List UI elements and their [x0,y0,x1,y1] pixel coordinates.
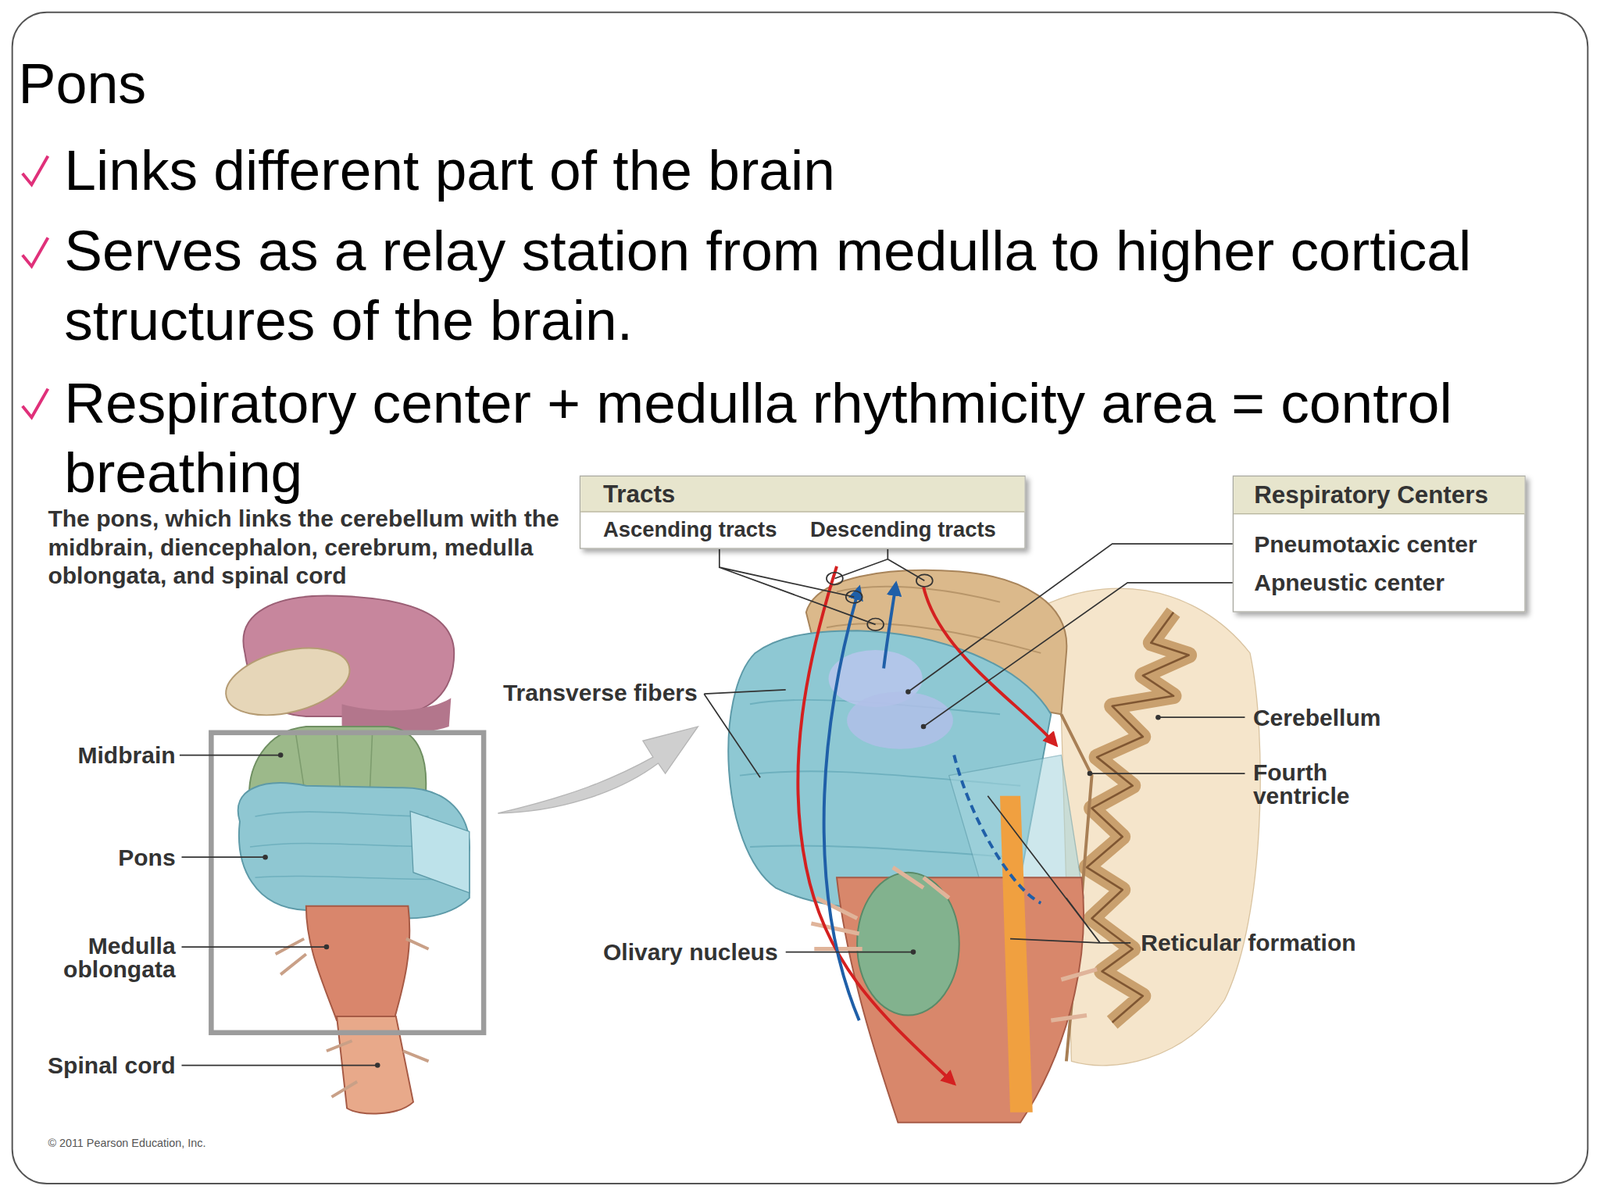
reticular-stripe [1000,796,1033,1113]
leader-line [181,946,326,948]
check-mark [22,156,49,186]
ascending-tract [883,583,897,668]
ascending-tract [953,755,1041,904]
pons-detail [728,566,1261,1123]
leader-lines [179,543,1246,1065]
check-mark [22,389,49,418]
zoom-arrow [497,726,698,814]
leader-line [1089,772,1246,775]
table-entry: Ascending tracts [603,517,778,542]
bullet-checks [22,156,49,418]
leader-dot [262,854,268,861]
pons-shape [238,782,470,918]
legend-table: TractsAscending tracts Descending tracts [579,475,1026,550]
leader-dot [910,949,917,955]
leader-line [1157,716,1245,718]
leader-line [834,549,925,581]
part-label: Medulla oblongata [40,934,175,982]
leader-line [907,543,1243,692]
leader-dot [1155,714,1161,721]
leader-dot [921,724,927,730]
slide-title: Pons [18,49,147,119]
nerve-roots [810,867,1097,1021]
leader-dots [262,689,1161,1068]
part-label: Pons [32,843,176,871]
descending-tract [797,566,954,1084]
medulla-shape [306,906,410,1021]
leader-dot [278,752,284,758]
leader-dot [905,689,911,695]
bullet-text: Serves as a relay station from medulla t… [64,216,1544,356]
ascending-tract [824,587,860,1021]
leader-line [179,754,281,757]
folia-line [1086,612,1190,1023]
table-entry: Pneumotaxic center [1253,531,1478,556]
zoom-box [210,732,484,1033]
slide-border [12,12,1589,1184]
part-label: Reticular formation [1140,929,1397,957]
leader-line [181,1064,378,1067]
apneustic-area [846,692,954,750]
leader-dot [324,944,330,950]
legend-table: Respiratory CentersPneumotaxic centerApn… [1232,475,1526,613]
leader-line [703,689,786,778]
brainstem-overview [210,596,698,1115]
leader-line [923,582,1243,727]
tract-marker [846,590,863,604]
part-label: Fourth ventricle [1253,760,1376,808]
part-label: Olivary nucleus [603,939,797,966]
cerebellar-folia [1086,612,1190,1023]
leader-dot [1087,771,1093,777]
leader-line [719,549,876,625]
leader-line [785,951,914,954]
part-label: Transverse fibers [503,679,708,707]
figure-caption: The pons, which links the cerebellum wit… [47,503,579,590]
part-label: Spinal cord [22,1052,176,1079]
part-label: Midbrain [32,742,176,769]
part-label: Cerebellum [1253,703,1417,731]
nerve-roots [275,939,429,1097]
check-mark [22,237,49,267]
bullet-text: Links different part of the brain [64,135,1554,206]
leader-line [987,796,1131,943]
copyright-note: © 2011 Pearson Education, Inc. [47,1135,314,1150]
leader-dot [375,1062,381,1068]
table-heading: Respiratory Centers [1253,482,1489,508]
table-entry: Descending tracts [810,517,997,542]
thalamus-section [218,636,357,727]
table-entry: Apneustic center [1253,570,1445,595]
leader-line [181,856,265,858]
table-heading: Tracts [603,481,675,506]
peduncle-cut [410,810,470,893]
